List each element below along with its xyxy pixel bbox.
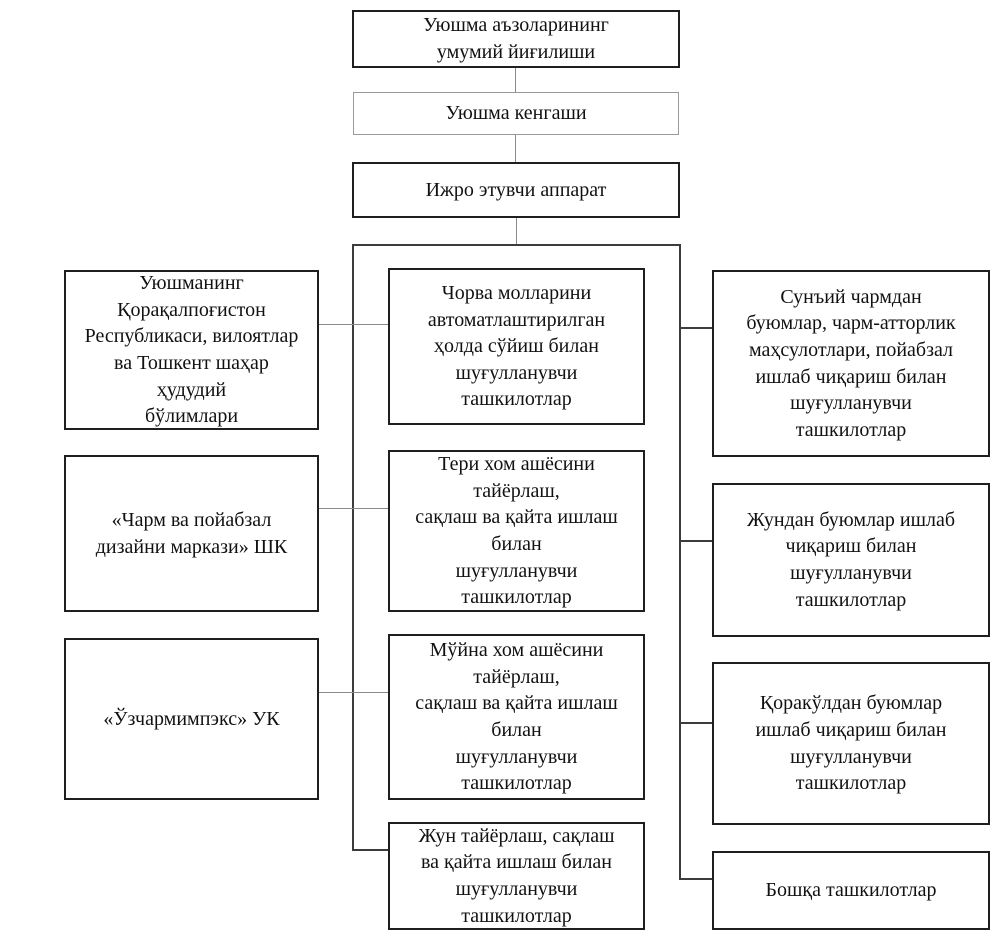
node-council: Уюшма кенгаши — [353, 92, 679, 135]
connector-top-rail — [352, 244, 681, 246]
node-executive-apparatus: Ижро этувчи аппарат — [352, 162, 680, 218]
node-uzcharmimpex: «Ўзчармимпэкс» УК — [64, 638, 319, 800]
node-wool-preparation-orgs: Жун тайёрлаш, сақлаш ва қайта ишлаш била… — [388, 822, 645, 930]
connector-cross-row2 — [319, 508, 388, 509]
connector-right-rail — [679, 244, 681, 880]
node-synthetic-leather-orgs: Сунъий чармдан буюмлар, чарм-атторлик ма… — [712, 270, 990, 457]
connector-cross-row1 — [319, 324, 388, 325]
node-territorial-divisions: Уюшманинг Қорақалпоғистон Республикаси, … — [64, 270, 319, 430]
node-design-center: «Чарм ва пойабзал дизайни маркази» ШК — [64, 455, 319, 612]
node-hide-raw-material-orgs: Тери хом ашёсини тайёрлаш, сақлаш ва қай… — [388, 450, 645, 612]
node-general-meeting: Уюшма аъзоларининг умумий йиғилиши — [352, 10, 680, 68]
connector-stub-synthetic-leather — [681, 327, 712, 329]
connector-cross-row3 — [319, 692, 388, 693]
connector-left-rail — [352, 244, 354, 851]
connector-executive-trunk — [516, 218, 517, 245]
node-wool-products-orgs: Жундан буюмлар ишлаб чиқариш билан шуғул… — [712, 483, 990, 637]
connector-council-executive — [515, 135, 516, 162]
node-other-orgs: Бошқа ташкилотлар — [712, 851, 990, 930]
connector-meeting-council — [515, 68, 516, 92]
node-livestock-slaughter-orgs: Чорва молларини автоматлаштирилган ҳолда… — [388, 268, 645, 425]
connector-stub-wool-products — [681, 540, 712, 542]
node-karakul-products-orgs: Қоракўлдан буюмлар ишлаб чиқариш билан ш… — [712, 662, 990, 825]
connector-left-rail-to-wool-prep — [352, 849, 388, 851]
connector-stub-karakul-products — [681, 722, 712, 724]
connector-stub-other-orgs — [681, 878, 712, 880]
node-fur-raw-material-orgs: Мўйна хом ашёсини тайёрлаш, сақлаш ва қа… — [388, 634, 645, 800]
